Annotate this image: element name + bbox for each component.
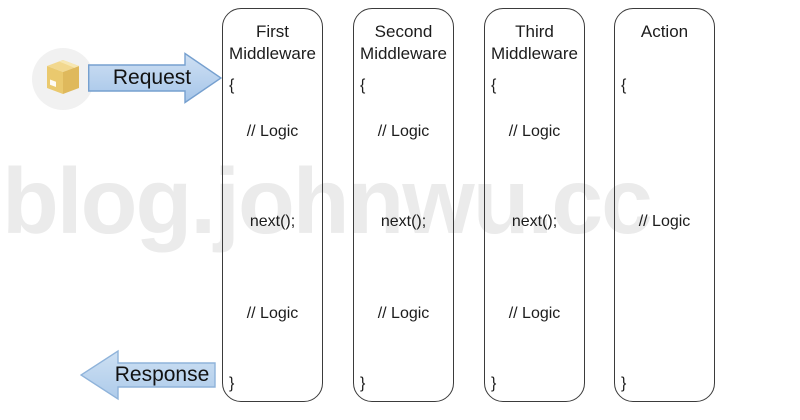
- code-open-brace: {: [360, 77, 366, 94]
- code-next-call: next();: [511, 213, 558, 230]
- code-logic-middle: // Logic: [638, 213, 691, 230]
- middleware-box-first: First Middleware { // Logic next(); // L…: [222, 8, 323, 402]
- code-open-brace: {: [229, 77, 235, 94]
- response-label: Response: [114, 363, 210, 386]
- code-open-brace: {: [491, 77, 497, 94]
- request-label: Request: [112, 66, 192, 89]
- code-logic-bottom: // Logic: [246, 305, 299, 322]
- code-close-brace: }: [360, 375, 366, 392]
- code-open-brace: {: [621, 77, 627, 94]
- code-logic-top: // Logic: [377, 123, 430, 140]
- code-close-brace: }: [491, 375, 497, 392]
- code-close-brace: }: [229, 375, 235, 392]
- middleware-box-second: Second Middleware { // Logic next(); // …: [353, 8, 454, 402]
- request-arrow: [88, 52, 222, 104]
- code-close-brace: }: [621, 375, 627, 392]
- code-logic-top: // Logic: [246, 123, 299, 140]
- box-title: Second Middleware: [360, 22, 447, 63]
- box-title: First Middleware: [229, 22, 316, 63]
- watermark-text: blog.johnwu.cc: [2, 149, 653, 253]
- code-logic-top: // Logic: [508, 123, 561, 140]
- box-title: Third Middleware: [491, 22, 578, 63]
- code-next-call: next();: [380, 213, 427, 230]
- middleware-box-third: Third Middleware { // Logic next(); // L…: [484, 8, 585, 402]
- box-title: Action: [640, 22, 689, 41]
- response-arrow: [80, 349, 216, 401]
- action-box: Action { // Logic }: [614, 8, 715, 402]
- code-logic-bottom: // Logic: [377, 305, 430, 322]
- package-icon: [32, 48, 94, 110]
- code-next-call: next();: [249, 213, 296, 230]
- code-logic-bottom: // Logic: [508, 305, 561, 322]
